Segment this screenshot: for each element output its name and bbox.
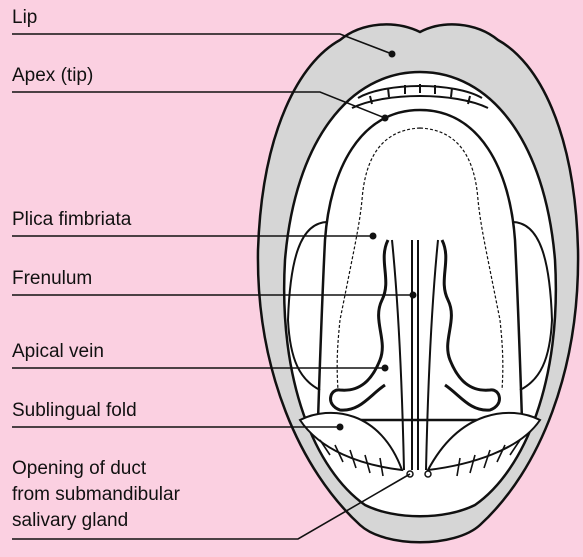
label-plica-fimbriata: Plica fimbriata [12, 208, 131, 232]
label-duct-opening: Opening of duct from submandibular saliv… [12, 456, 180, 534]
tongue [318, 110, 522, 420]
label-apex: Apex (tip) [12, 64, 93, 88]
label-lip: Lip [12, 6, 37, 30]
label-frenulum: Frenulum [12, 267, 92, 291]
label-duct-line-1: Opening of duct [12, 456, 180, 482]
label-duct-line-3: salivary gland [12, 508, 180, 534]
label-apical-vein: Apical vein [12, 340, 104, 364]
label-sublingual-fold: Sublingual fold [12, 399, 137, 423]
label-duct-line-2: from submandibular [12, 482, 180, 508]
